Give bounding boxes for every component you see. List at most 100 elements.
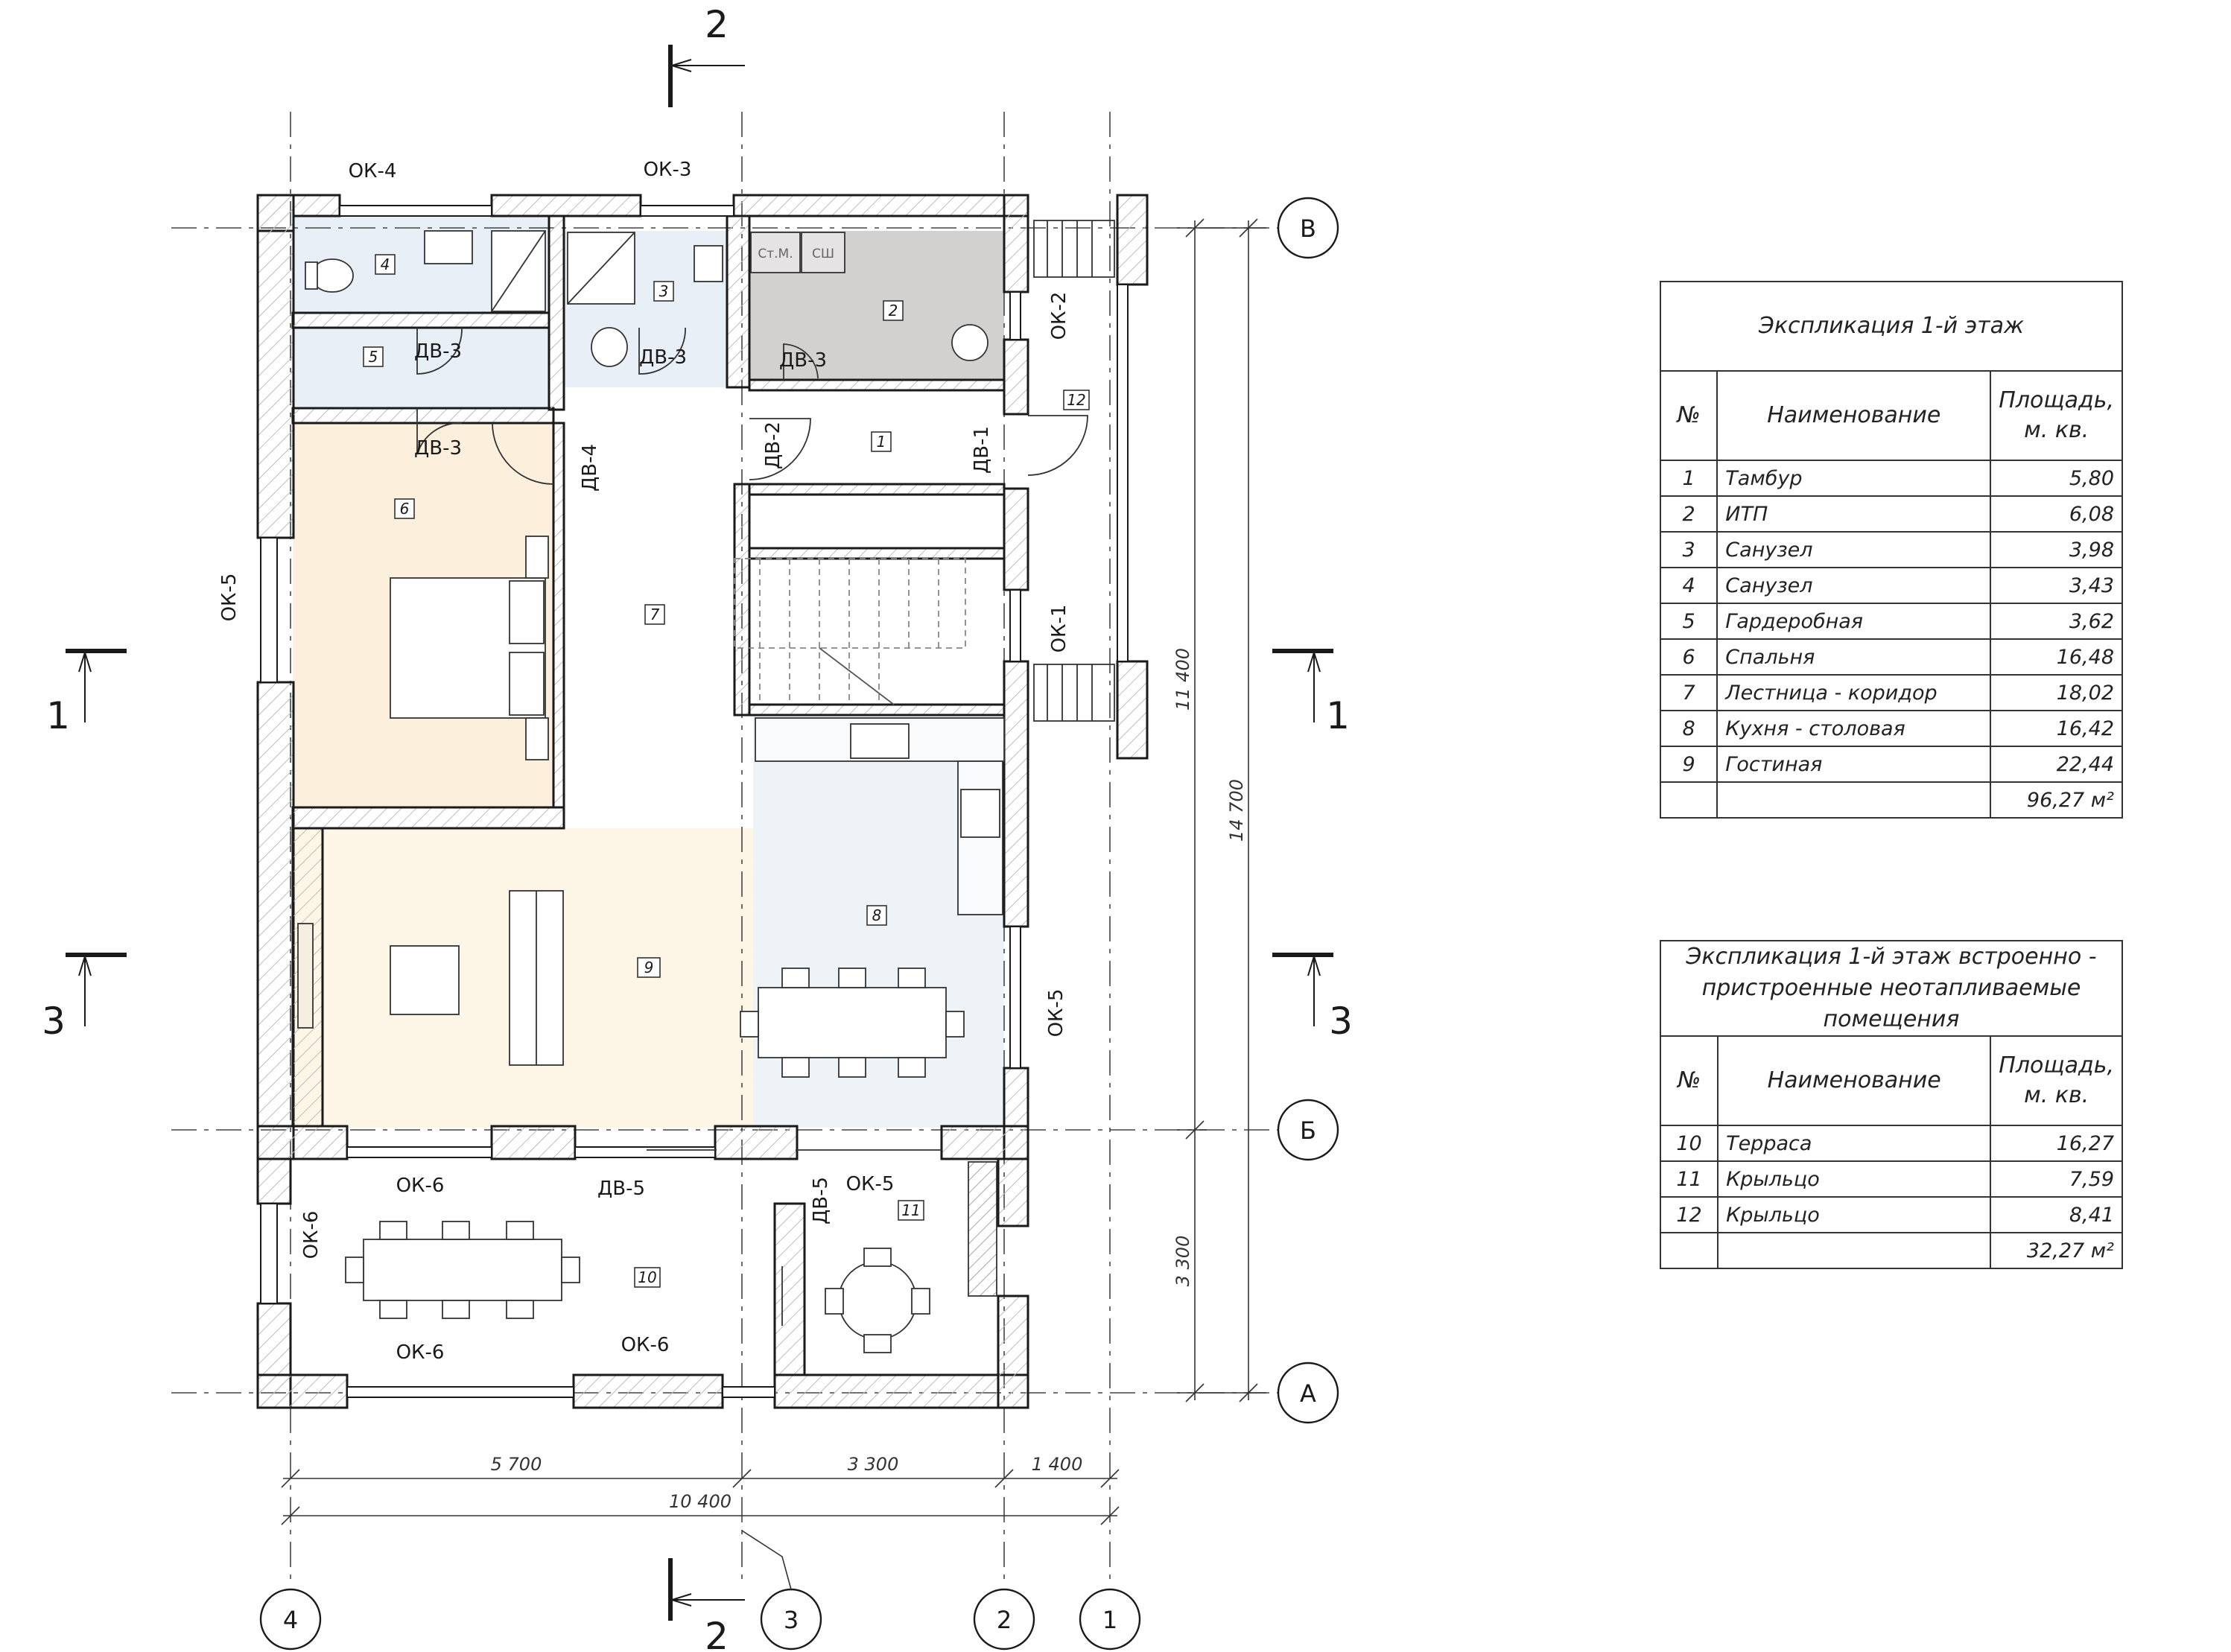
- table-total-row: 96,27 м²: [1659, 781, 2123, 819]
- column-header-no: №: [1659, 1035, 1719, 1126]
- axis-bubble-1: [1079, 1588, 1141, 1651]
- toilet-icon: [591, 327, 628, 367]
- column-header-area-line1: Площадь,: [1999, 387, 2114, 413]
- row-name: Санузел: [1716, 567, 1992, 604]
- row-area: 18,02: [1990, 674, 2123, 711]
- axis-bubble-v: [1277, 197, 1339, 259]
- column-header-area-line2: м. кв.: [2024, 1082, 2089, 1108]
- door-label: ДВ-3: [639, 346, 687, 369]
- window-label: ОК-6: [300, 1211, 323, 1259]
- window-label: ОК-5: [218, 574, 241, 622]
- room-tags: [363, 254, 1090, 1288]
- axis-bubble-b: [1277, 1099, 1339, 1161]
- row-no: 5: [1659, 603, 1719, 640]
- washing-machine-icon: [750, 232, 801, 273]
- dining-table-icon: [758, 987, 947, 1058]
- door-label: ДВ-3: [414, 340, 462, 363]
- row-name: Гардеробная: [1716, 603, 1992, 640]
- axis-label: 2: [997, 1606, 1012, 1634]
- window-label: ОК-5: [846, 1173, 895, 1195]
- explication-table-1: Экспликация 1-й этаж № Наименование Площ…: [1659, 281, 2123, 819]
- row-area: 3,98: [1990, 531, 2123, 568]
- room-tag: 5: [369, 348, 378, 366]
- dimension-lines: [281, 218, 1266, 1525]
- row-area: 6,08: [1990, 495, 2123, 533]
- row-no: 9: [1659, 746, 1719, 783]
- boiler-icon: [951, 324, 988, 361]
- axis-bubble-2: [973, 1588, 1035, 1651]
- total-area: 96,27 м²: [1990, 781, 2123, 819]
- row-name: Тамбур: [1716, 460, 1992, 497]
- row-no: 7: [1659, 674, 1719, 711]
- window-label: ОК-3: [644, 159, 692, 181]
- terrace-table-icon: [363, 1239, 562, 1301]
- row-name: Спальня: [1716, 638, 1992, 676]
- row-area: 16,42: [1990, 710, 2123, 747]
- window-label: ОК-1: [1048, 605, 1070, 653]
- terrace-chairs: [345, 1221, 580, 1319]
- walls: [256, 194, 1149, 1409]
- dimension-label: 5 700: [491, 1454, 542, 1475]
- sink-icon: [694, 245, 723, 282]
- row-no: 4: [1659, 567, 1719, 604]
- dimension-label: 11 400: [1172, 648, 1193, 711]
- axis-label: 3: [784, 1606, 799, 1634]
- column-header-area-line1: Площадь,: [1999, 1052, 2114, 1078]
- door-swings: [416, 327, 1088, 1326]
- section-label: 2: [705, 1615, 729, 1652]
- wardrobe-fill: [293, 328, 549, 408]
- row-no: 2: [1659, 495, 1719, 533]
- column-header-area: Площадь, м. кв.: [1990, 1035, 2123, 1126]
- explication-table-2: Экспликация 1-й этаж встроенно -пристрое…: [1659, 940, 2123, 1269]
- column-header-name: Наименование: [1716, 370, 1992, 461]
- table-total-row: 32,27 м²: [1659, 1232, 2123, 1269]
- explication-title: Экспликация 1-й этаж: [1660, 281, 2123, 372]
- dryer-icon: [801, 232, 845, 273]
- room-tag: 4: [381, 255, 390, 273]
- row-no: 8: [1659, 710, 1719, 747]
- row-no: 6: [1659, 638, 1719, 676]
- dimension-label: 3 300: [848, 1454, 899, 1475]
- room-tag: 3: [659, 282, 669, 300]
- section-label: 3: [42, 1000, 66, 1043]
- room-tag: 9: [644, 959, 654, 976]
- total-area: 32,27 м²: [1990, 1232, 2123, 1269]
- porch-steps: [968, 220, 1115, 1297]
- door-label: ДВ-5: [597, 1178, 645, 1200]
- row-no: 1: [1659, 460, 1719, 497]
- axis-bubble-a: [1277, 1362, 1339, 1424]
- kitchen-sink-icon: [850, 723, 910, 759]
- row-no: 3: [1659, 531, 1719, 568]
- room-tag: 2: [889, 302, 898, 320]
- window-label: ОК-2: [1048, 292, 1070, 340]
- row-area: 5,80: [1990, 460, 2123, 497]
- chairs: [740, 968, 965, 1078]
- row-area: 16,27: [1990, 1125, 2123, 1162]
- row-name: Санузел: [1716, 531, 1992, 568]
- window-label: ОК-6: [396, 1341, 445, 1364]
- window-label: ОК-4: [349, 160, 397, 182]
- door-label: ДВ-5: [810, 1177, 832, 1224]
- dimension-label: 14 700: [1226, 779, 1247, 842]
- door-label: ДВ-3: [414, 437, 462, 460]
- explication-title-line2: пристроенные неотапливаемые помещения: [1701, 975, 2081, 1032]
- dimension-label: 3 300: [1172, 1236, 1193, 1287]
- door-label: ДВ-2: [762, 422, 784, 469]
- column-header-no: №: [1659, 370, 1719, 461]
- room-tag: 11: [901, 1201, 920, 1219]
- axis-bubble-4: [259, 1588, 322, 1651]
- room-tag: 8: [872, 906, 882, 924]
- section-label: 1: [1326, 694, 1350, 737]
- section-label: 3: [1329, 1000, 1353, 1043]
- row-name: ИТП: [1716, 495, 1992, 533]
- axis-label: А: [1300, 1379, 1316, 1408]
- row-area: 3,43: [1990, 567, 2123, 604]
